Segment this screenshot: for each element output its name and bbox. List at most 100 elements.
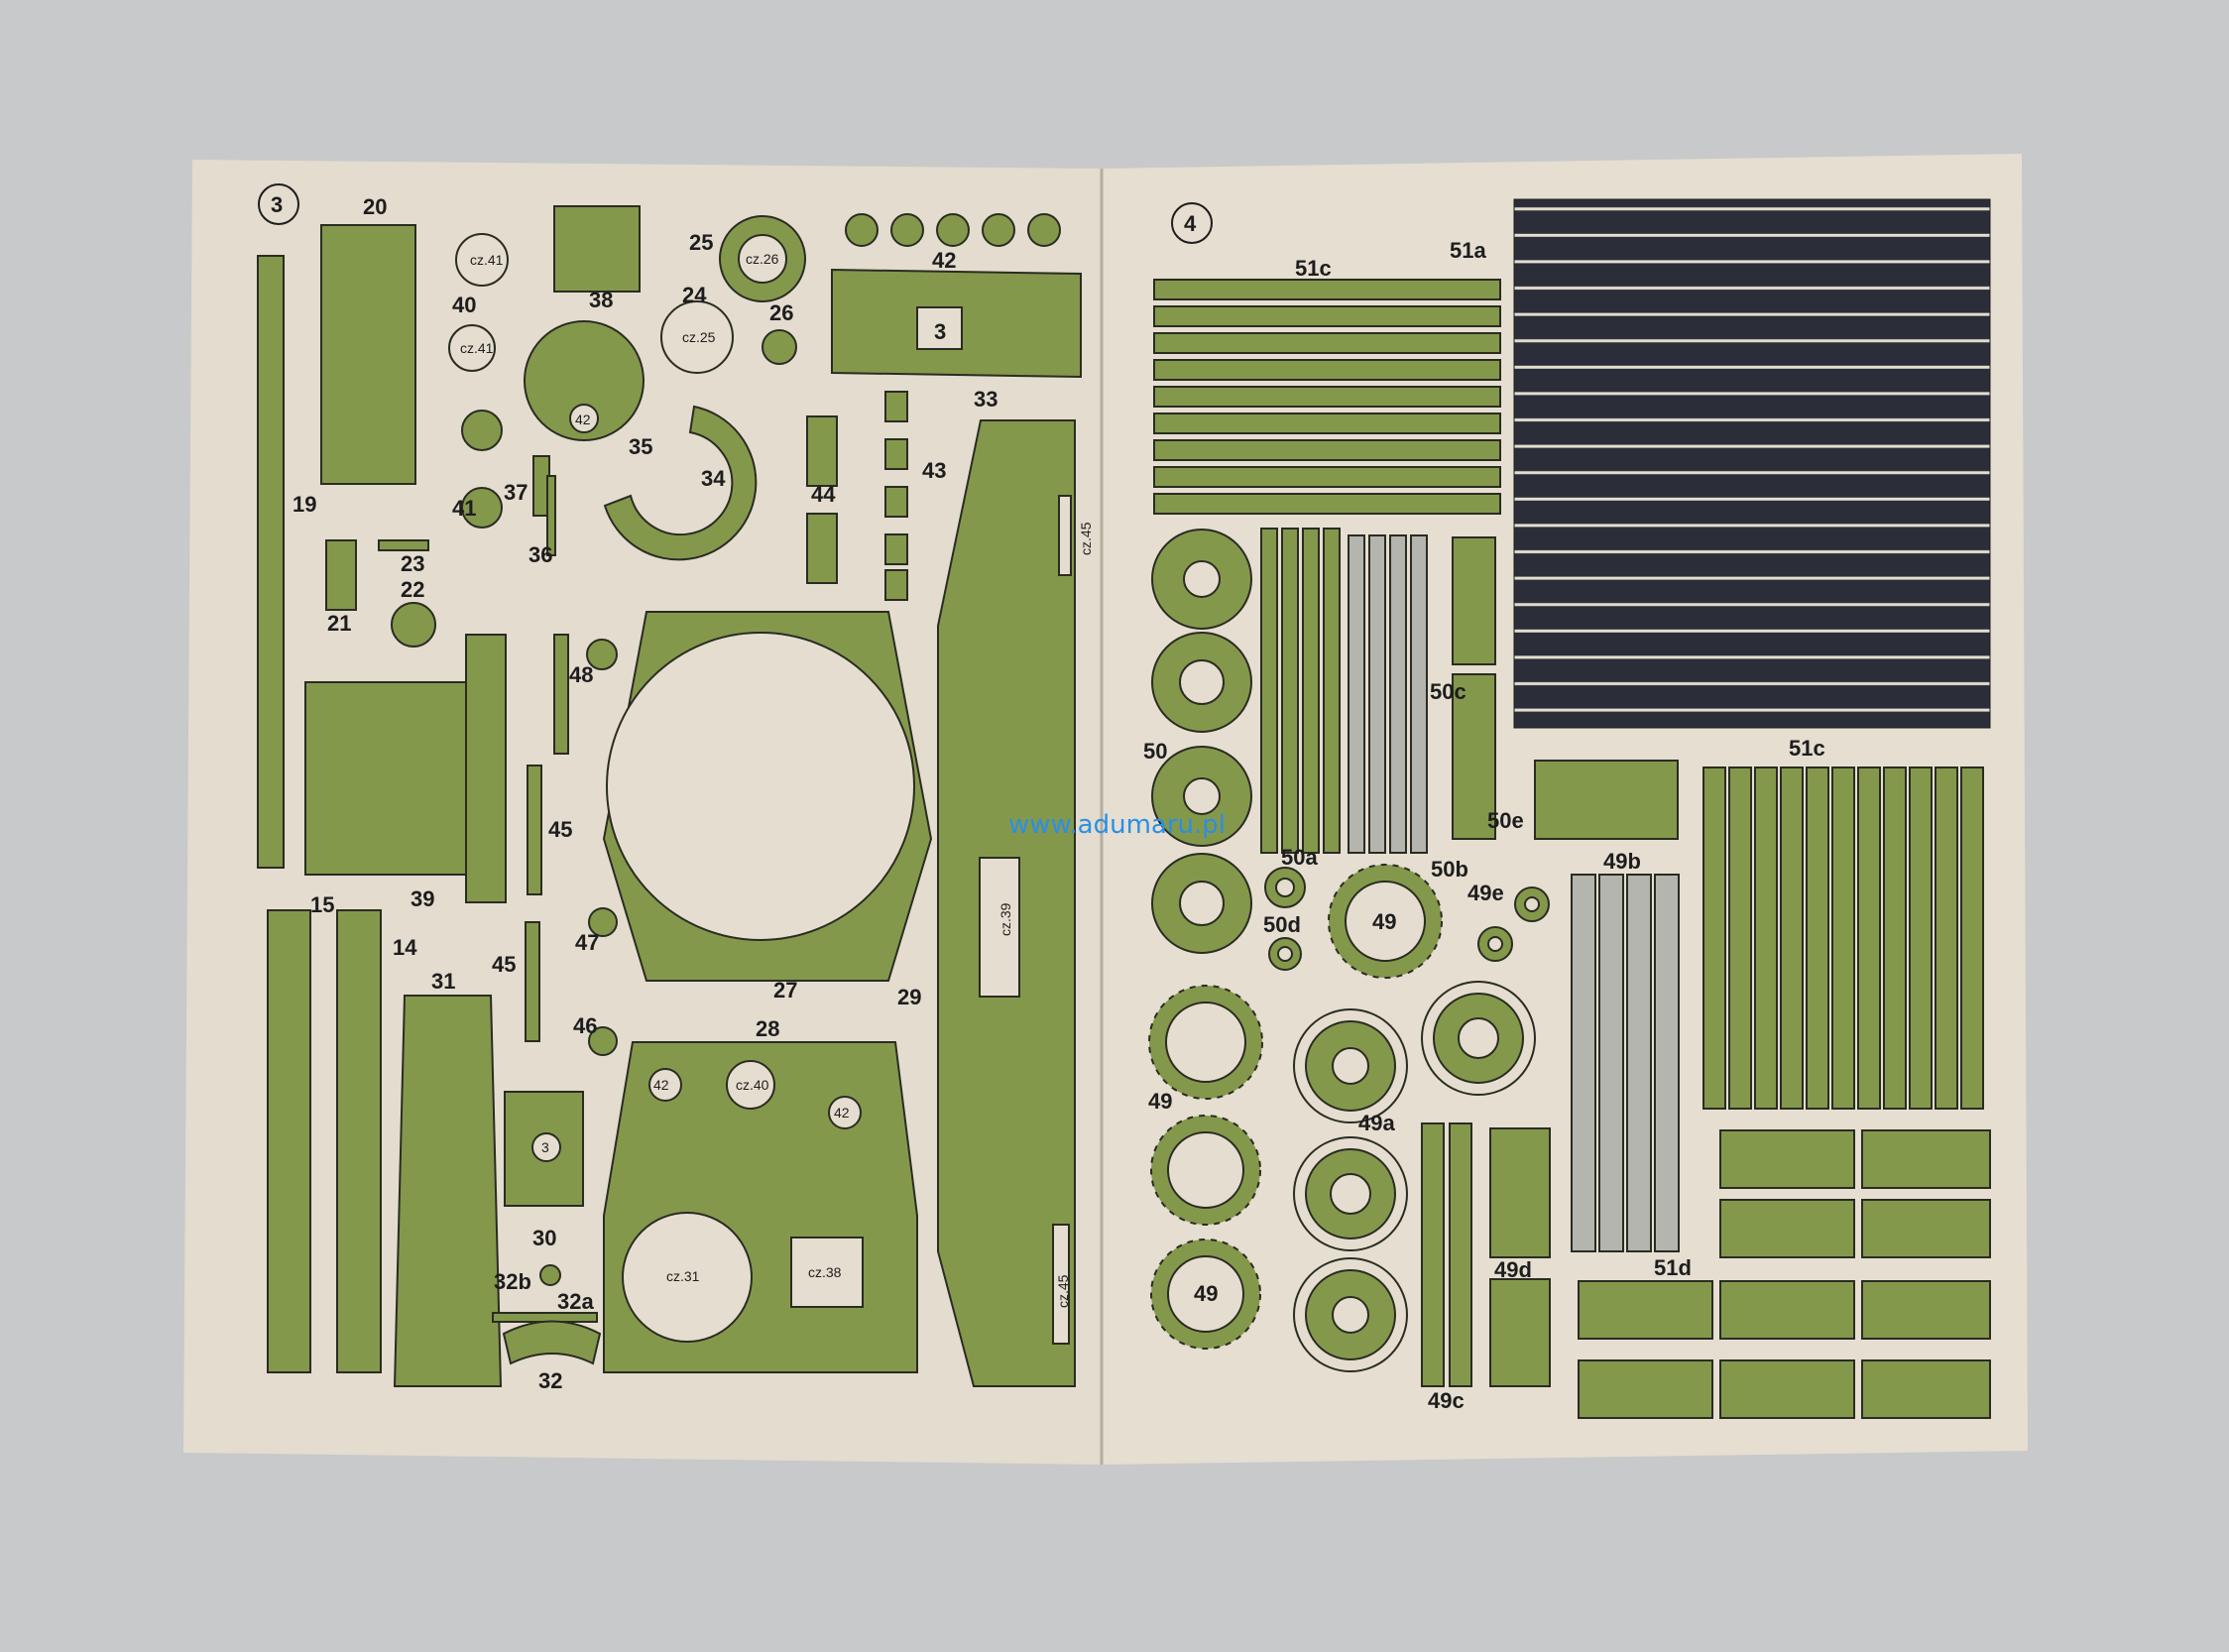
part-32: [502, 1320, 602, 1365]
part-label: 49: [1148, 1089, 1172, 1114]
part-label: 42: [932, 248, 956, 273]
part-45: [527, 765, 542, 895]
part-36: [546, 475, 556, 556]
part-label: 50b: [1431, 857, 1468, 882]
part-35: [524, 320, 645, 441]
part-label: cz.31: [666, 1268, 700, 1284]
part-label: 24: [682, 283, 707, 307]
part-label: cz.40: [736, 1077, 769, 1093]
page-number-circle: [258, 183, 299, 225]
part-41: [461, 410, 503, 451]
part-label: 49b: [1603, 849, 1641, 874]
part-48: [553, 634, 569, 755]
part-label: 47: [575, 930, 599, 955]
part-label: 50e: [1487, 808, 1524, 833]
part-label: 50a: [1281, 845, 1318, 870]
part-38: [553, 205, 641, 293]
part-50c: [1452, 536, 1496, 665]
part-label: 36: [528, 542, 552, 567]
part-label: 20: [363, 194, 387, 219]
part-20: [320, 224, 416, 485]
part-label: cz.25: [682, 329, 716, 345]
part-label: 42: [653, 1077, 669, 1093]
part-label: 14: [393, 935, 417, 960]
part-42-discs: [845, 213, 1061, 247]
part-label: 34: [701, 466, 726, 491]
part-23: [378, 539, 429, 551]
part-49c: [1421, 1122, 1445, 1387]
part-label: 45: [492, 952, 516, 977]
part-label: 25: [689, 230, 713, 255]
part-label: 23: [401, 551, 424, 576]
left-page-parts: [257, 183, 1082, 1387]
part-44: [806, 415, 838, 487]
part-49b: [1571, 874, 1680, 1252]
part-32b: [539, 1264, 561, 1286]
part-39-side: [465, 634, 507, 903]
part-label: 3: [934, 319, 946, 344]
right-labels: 51c 51a 50 50c 50e 51c 50a 50b 49b 49e 5…: [1143, 238, 1825, 1413]
part-51a: [1513, 198, 1991, 729]
part-label: cz.45: [1078, 522, 1094, 555]
part-40: [455, 233, 509, 287]
part-51c-vertical: [1702, 767, 1984, 1110]
part-40b: [448, 324, 496, 372]
part-31: [393, 995, 503, 1387]
part-label: 49e: [1467, 881, 1504, 905]
part-label: 42: [834, 1105, 850, 1121]
part-label: 44: [811, 482, 836, 507]
part-21: [325, 539, 357, 611]
part-49a-rings: [1293, 981, 1536, 1372]
part-51d: [1578, 1129, 1991, 1419]
page-number-circle: [1171, 202, 1213, 244]
part-label: 46: [573, 1013, 597, 1038]
part-label: 49d: [1494, 1257, 1532, 1282]
part-47: [588, 907, 618, 937]
part-50a-50b-strips: [1260, 528, 1428, 854]
part-label: 22: [401, 577, 424, 602]
part-label: 49: [1372, 909, 1396, 934]
part-24: [660, 300, 734, 374]
part-label: cz.26: [746, 251, 779, 267]
part-label: 50: [1143, 739, 1167, 764]
part-label: 43: [922, 458, 946, 483]
part-label: 33: [974, 387, 997, 412]
page-number: 4: [1184, 211, 1197, 236]
part-label: 3: [541, 1139, 549, 1155]
part-label: 26: [769, 300, 793, 325]
part-label: 28: [756, 1016, 779, 1041]
part-label: 37: [504, 480, 528, 505]
part-label: 49a: [1358, 1111, 1395, 1135]
page-number: 3: [271, 192, 283, 217]
part-46: [588, 1026, 618, 1056]
part-label: 49: [1194, 1281, 1218, 1306]
part-22: [391, 602, 436, 648]
part-label: 51c: [1295, 256, 1332, 281]
part-label: cz.39: [997, 902, 1013, 936]
part-label: 40: [452, 293, 476, 317]
part-label: 27: [773, 978, 797, 1003]
part-50-rings: [1151, 529, 1252, 954]
part-label: cz.41: [470, 252, 504, 268]
part-label: 42: [575, 412, 591, 427]
part-label: 48: [569, 662, 593, 687]
part-label: 29: [897, 985, 921, 1009]
part-label: 32: [538, 1368, 562, 1393]
part-34: [603, 405, 758, 561]
part-label: 19: [293, 492, 316, 517]
part-label: 39: [411, 886, 434, 911]
part-32a: [492, 1312, 598, 1323]
part-label: 31: [431, 969, 455, 994]
right-page-parts: [1148, 198, 1991, 1419]
part-label: 32a: [557, 1289, 594, 1314]
part-50e: [1534, 760, 1679, 840]
part-label: 50d: [1263, 912, 1301, 937]
part-49d: [1489, 1127, 1551, 1258]
part-label: 15: [310, 892, 334, 917]
part-19: [257, 255, 285, 869]
part-label: 41: [452, 496, 476, 521]
watermark: www.adumaru.pl: [1008, 810, 1226, 840]
part-label: 51c: [1789, 736, 1825, 761]
part-49-gears: [1148, 864, 1443, 1350]
